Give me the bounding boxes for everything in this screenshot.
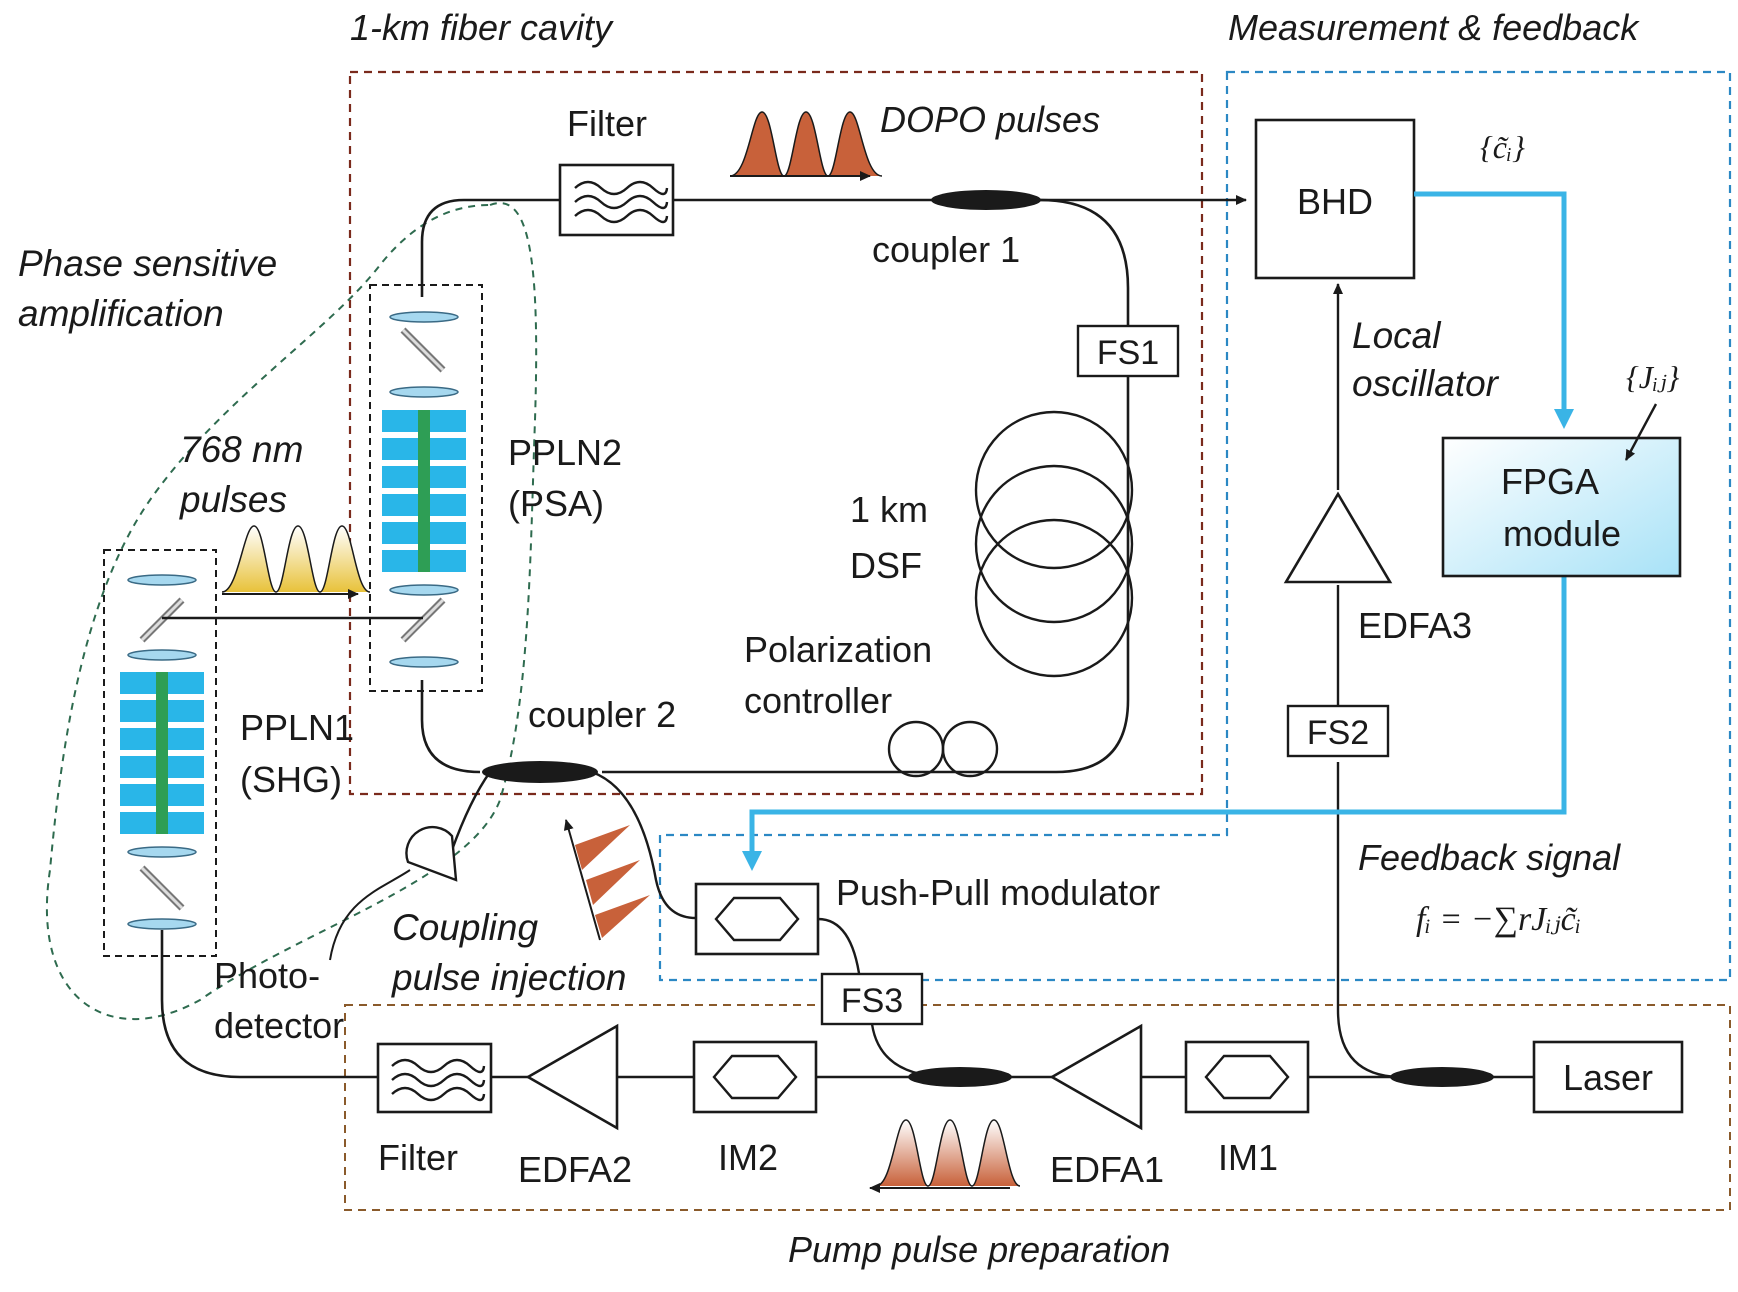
fpga-box <box>1441 436 1682 578</box>
coupler-1 <box>931 190 1041 210</box>
bhd-box <box>1254 118 1416 280</box>
polarization-label-line2: controller <box>744 680 892 721</box>
coupling-label-line1: Coupling <box>392 907 538 948</box>
polarization-label-line1: Polarization <box>744 629 932 670</box>
ppm-to-fs3-fiber <box>817 917 862 981</box>
photodetector-icon <box>329 825 458 961</box>
measurement-region-border <box>658 70 1732 982</box>
push-pull-modulator <box>694 882 820 956</box>
laser-box <box>1532 1040 1684 1114</box>
ppln1-label-line2: (SHG) <box>240 759 342 800</box>
filter-top-label: Filter <box>567 103 647 144</box>
fs1-label: FS1 <box>1097 334 1159 372</box>
fs3-box <box>820 972 924 1026</box>
push-pull-label: Push-Pull modulator <box>836 872 1160 913</box>
shg-pulses-line1: 768 nm <box>180 429 303 470</box>
edfa3-icon <box>1283 491 1393 584</box>
bhd-label: BHD <box>1297 181 1373 222</box>
filter-bottom-label: Filter <box>378 1137 458 1178</box>
laser-coupler <box>1390 1067 1494 1087</box>
fs3-label: FS3 <box>841 982 903 1020</box>
dopo-pulses-icon <box>729 111 883 181</box>
dopo-pulses-label: DOPO pulses <box>880 99 1100 140</box>
shg-pulses-icon <box>221 525 371 599</box>
photodetector-label-line2: detector <box>214 1005 344 1046</box>
ppln1-optics <box>127 574 197 930</box>
edfa1-icon <box>1049 1023 1143 1131</box>
lo-label-line1: Local <box>1352 315 1442 356</box>
fs2-label: FS2 <box>1307 714 1369 752</box>
fpga-label-line1: FPGA <box>1501 461 1599 502</box>
edfa1-label: EDFA1 <box>1050 1149 1164 1190</box>
ppln2-label-line2: (PSA) <box>508 483 604 524</box>
fiber-label-line1: 1 km <box>850 489 928 530</box>
local-oscillator-fiber <box>1336 762 1403 1079</box>
ppln1-label-line1: PPLN1 <box>240 707 354 748</box>
fs2-box <box>1286 704 1390 758</box>
ppln2-label-line1: PPLN2 <box>508 432 622 473</box>
laser-label: Laser <box>1563 1057 1653 1098</box>
im2-label: IM2 <box>718 1137 778 1178</box>
ppln1-dashed-box <box>103 549 217 957</box>
ppln2-dashed-box <box>369 284 483 692</box>
pump-coupler <box>908 1067 1012 1087</box>
feedback-signal-label: Feedback signal <box>1358 837 1621 878</box>
edfa2-icon <box>525 1023 619 1131</box>
fs1-box <box>1076 324 1180 378</box>
psa-title-line2: amplification <box>18 293 224 334</box>
ppln2-crystal <box>382 410 466 572</box>
im1-label: IM1 <box>1218 1137 1278 1178</box>
coupler-1-label: coupler 1 <box>872 229 1020 270</box>
coupling-pulses-icon <box>563 819 650 941</box>
coupler-2 <box>482 761 598 783</box>
edfa3-label: EDFA3 <box>1358 605 1472 646</box>
jij-set-label: {Jᵢⱼ} <box>1626 359 1680 395</box>
cavity-region-border <box>348 70 1204 796</box>
pump-region-title: Pump pulse preparation <box>788 1229 1170 1270</box>
im1-modulator <box>1184 1040 1310 1114</box>
im2-modulator <box>692 1040 818 1114</box>
coupler-2-label: coupler 2 <box>528 694 676 735</box>
pump-region-border <box>344 1004 1731 1211</box>
bhd-to-fpga-line <box>1414 191 1574 429</box>
fpga-label-line2: module <box>1503 513 1621 554</box>
polarization-controller-icon <box>887 720 999 778</box>
fiber-spool-icon <box>974 410 1134 678</box>
jij-arrow <box>1624 403 1658 461</box>
photodetector-label-line1: Photo- <box>214 955 320 996</box>
lo-label-line2: oscillator <box>1352 363 1500 404</box>
shg-pulses-line2: pulses <box>179 479 287 520</box>
edfa2-label: EDFA2 <box>518 1149 632 1190</box>
ppln2-optics <box>389 311 459 668</box>
filter-top <box>558 163 675 237</box>
pump-pulses-icon <box>869 1119 1021 1193</box>
measurement-region-title: Measurement & feedback <box>1228 7 1640 48</box>
psa-region-border <box>45 202 538 1021</box>
injection-fiber <box>591 770 697 920</box>
photodetector-fiber <box>450 771 491 851</box>
fpga-to-ppm-line <box>742 576 1567 871</box>
feedback-formula: fᵢ = −∑rJᵢⱼc̃ᵢ <box>1416 901 1581 938</box>
filter-bottom <box>376 1042 493 1114</box>
pump-to-ppln1-fiber <box>160 930 376 1079</box>
ppln1-crystal <box>120 672 204 834</box>
ci-set-label: {c̃ᵢ} <box>1480 129 1525 165</box>
coupling-label-line2: pulse injection <box>391 957 626 998</box>
fiber-label-line2: DSF <box>850 545 922 586</box>
cavity-fiber-loop <box>420 198 1130 774</box>
psa-title-line1: Phase sensitive <box>18 243 277 284</box>
cavity-region-title: 1-km fiber cavity <box>350 7 614 48</box>
